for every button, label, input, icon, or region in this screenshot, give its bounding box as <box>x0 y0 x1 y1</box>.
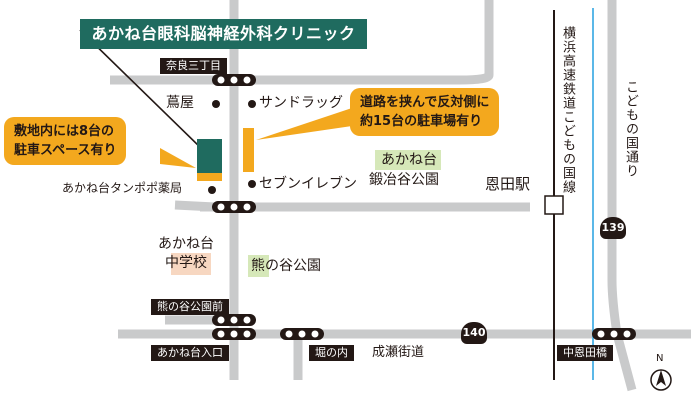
seven-eleven-dot <box>248 180 256 188</box>
label-tanpopo: あかね台タンポポ薬局 <box>62 181 183 195</box>
kajiya-park-area <box>375 150 441 170</box>
road-north-curve <box>459 72 494 85</box>
label-seven-eleven: セブンイレブン <box>259 176 357 192</box>
school-area <box>171 253 211 275</box>
label-tsutaya: 蔦屋 <box>166 95 194 111</box>
label-kumanoya-park: 熊の谷公園 <box>251 258 321 274</box>
north-arrow-needle <box>656 370 666 386</box>
sign-horinouchi: 堀の内 <box>309 345 354 361</box>
callout-right-line1: 道路を挟んで反対側に <box>360 95 490 110</box>
label-kumanoya-park-prefix: 熊 <box>251 258 265 274</box>
clinic-building <box>197 139 222 173</box>
sign-naka-onda-bashi: 中恩田橋 <box>557 345 613 361</box>
traffic-signal-horinouchi <box>280 328 324 340</box>
road-thin-diagonal <box>79 29 204 151</box>
traffic-signal-kajiya <box>212 201 256 213</box>
callout-left-line1: 敷地内には8台の <box>14 124 115 139</box>
clinic-title: あかね台眼科脳神経外科クリニック <box>80 19 367 49</box>
label-north: N <box>656 353 664 364</box>
callout-left-line2: 駐車スペース有り <box>14 143 117 158</box>
label-station: 恩田駅 <box>485 175 531 193</box>
callout-onsite-parking: 敷地内には8台の 駐車スペース有り <box>4 117 127 165</box>
station-icon <box>544 195 564 215</box>
road-diagonal-west <box>174 200 216 212</box>
tanpopo-dot <box>208 186 216 194</box>
callout-right-pointer <box>256 108 352 140</box>
callout-opposite-parking: 道路を挟んで反対側に 約15台の駐車場有り <box>350 88 500 136</box>
clinic-parking <box>197 173 222 181</box>
label-narusekaido: 成瀬街道 <box>372 345 425 360</box>
label-kajiya-park-2: 鍛冶谷公園 <box>369 172 439 188</box>
sundrug-dot <box>248 100 256 108</box>
callout-right-line2: 約15台の駐車場有り <box>360 114 483 129</box>
traffic-signal-kumanoya <box>212 314 256 326</box>
traffic-signal-nara <box>212 74 256 86</box>
route-140-shield: 140 <box>461 322 487 344</box>
sign-nara-sanchome: 奈良三丁目 <box>160 58 227 74</box>
traffic-signal-naka-onda <box>592 328 636 340</box>
label-school-2: 中学校 <box>165 255 207 271</box>
kumanoya-park-mark <box>248 255 269 277</box>
label-kajiya-park-1: あかね台 <box>381 152 437 168</box>
label-kumanoya-park-rest: の谷公園 <box>265 258 321 274</box>
tsutaya-dot <box>212 100 220 108</box>
label-school-1: あかね台 <box>158 236 214 252</box>
sign-akanedai-iriguchi: あかね台入口 <box>151 345 229 361</box>
label-sundrug: サンドラッグ <box>259 95 343 111</box>
route-139-shield: 139 <box>600 217 626 239</box>
callout-left-pointer <box>160 148 196 168</box>
label-railway: 横浜高速鉄道こどもの国線 <box>560 26 575 194</box>
opposite-parking <box>243 128 254 172</box>
traffic-signal-akanedai-iriguchi <box>212 328 256 340</box>
sign-kumanoya-koenmae: 熊の谷公園前 <box>151 299 229 315</box>
label-kodomonokuni-dori: こどもの国通り <box>623 80 638 178</box>
